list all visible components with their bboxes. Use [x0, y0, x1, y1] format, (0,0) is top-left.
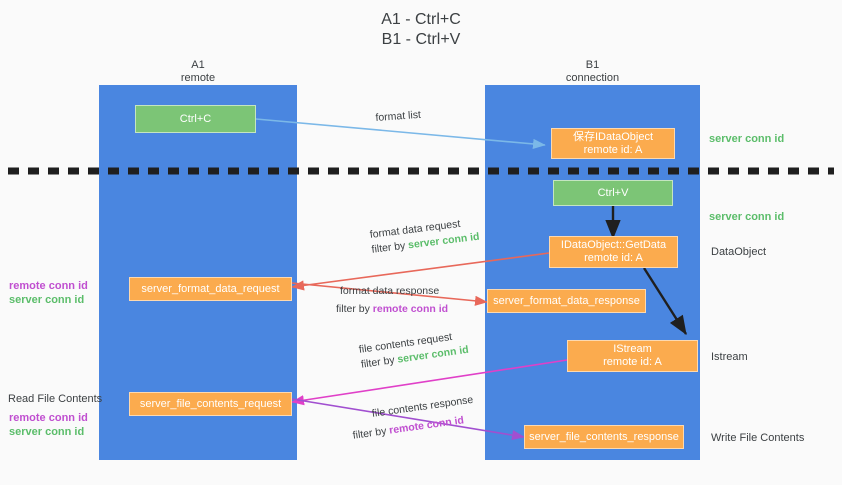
edge-label-file-contents-response: file contents response filter by remote … [352, 393, 477, 442]
node-ctrl-c[interactable]: Ctrl+C [135, 105, 256, 133]
node-server-format-data-response[interactable]: server_format_data_response [487, 289, 646, 313]
edge-label-file-contents-request: file contents request filter by server c… [358, 328, 470, 373]
filter-prefix: filter by [370, 239, 409, 256]
annotation-remote-conn-id-upper: remote conn id [9, 280, 88, 292]
filter-value-remote-conn-id: remote conn id [372, 303, 449, 315]
filter-prefix: filter by [336, 303, 373, 315]
edge-label-format-list: format list [375, 108, 422, 124]
annotation-conn-ids-lower: remote conn id server conn id [9, 411, 88, 439]
edge-label-format-data-request: format data request filter by server con… [369, 215, 480, 258]
filter-prefix: filter by [351, 424, 391, 442]
node-server-format-data-request[interactable]: server_format_data_request [129, 277, 292, 301]
annotation-read-file-contents: Read File Contents [8, 393, 103, 405]
annotation-conn-ids-upper: remote conn id server conn id [9, 279, 88, 307]
edge-label-file-contents-response-line2: filter by remote conn id [352, 412, 477, 444]
annotation-server-conn-id-lower: server conn id [9, 426, 85, 438]
lane-a1-header: A1 remote [180, 59, 216, 84]
node-ctrl-v[interactable]: Ctrl+V [553, 180, 673, 206]
node-server-file-contents-response[interactable]: server_file_contents_response [524, 425, 684, 449]
annotation-write-file-contents: Write File Contents [711, 432, 805, 444]
annotation-istream: Istream [711, 351, 748, 363]
filter-prefix: filter by [360, 353, 399, 371]
node-server-file-contents-request[interactable]: server_file_contents_request [129, 392, 292, 416]
diagram-title: A1 - Ctrl+C B1 - Ctrl+V [381, 11, 461, 48]
annotation-server-conn-id-mid: server conn id [709, 211, 785, 223]
annotation-dataobject: DataObject [711, 246, 767, 258]
edge-label-format-data-response-line1: format data response [340, 285, 440, 297]
node-idataobject-getdata[interactable]: IDataObject::GetData remote id: A [549, 236, 678, 268]
lane-b1-header: B1 connection [565, 59, 620, 84]
annotation-server-conn-id-upper: server conn id [9, 294, 85, 306]
node-save-idataobject[interactable]: 保存IDataObject remote id: A [551, 128, 675, 159]
node-istream[interactable]: IStream remote id: A [567, 340, 698, 372]
edge-label-format-data-response-line2: filter by remote conn id [336, 302, 448, 317]
annotation-server-conn-id-top: server conn id [709, 133, 785, 145]
annotation-remote-conn-id-lower: remote conn id [9, 412, 88, 424]
edge-label-format-data-response: format data response filter by remote co… [336, 284, 448, 317]
